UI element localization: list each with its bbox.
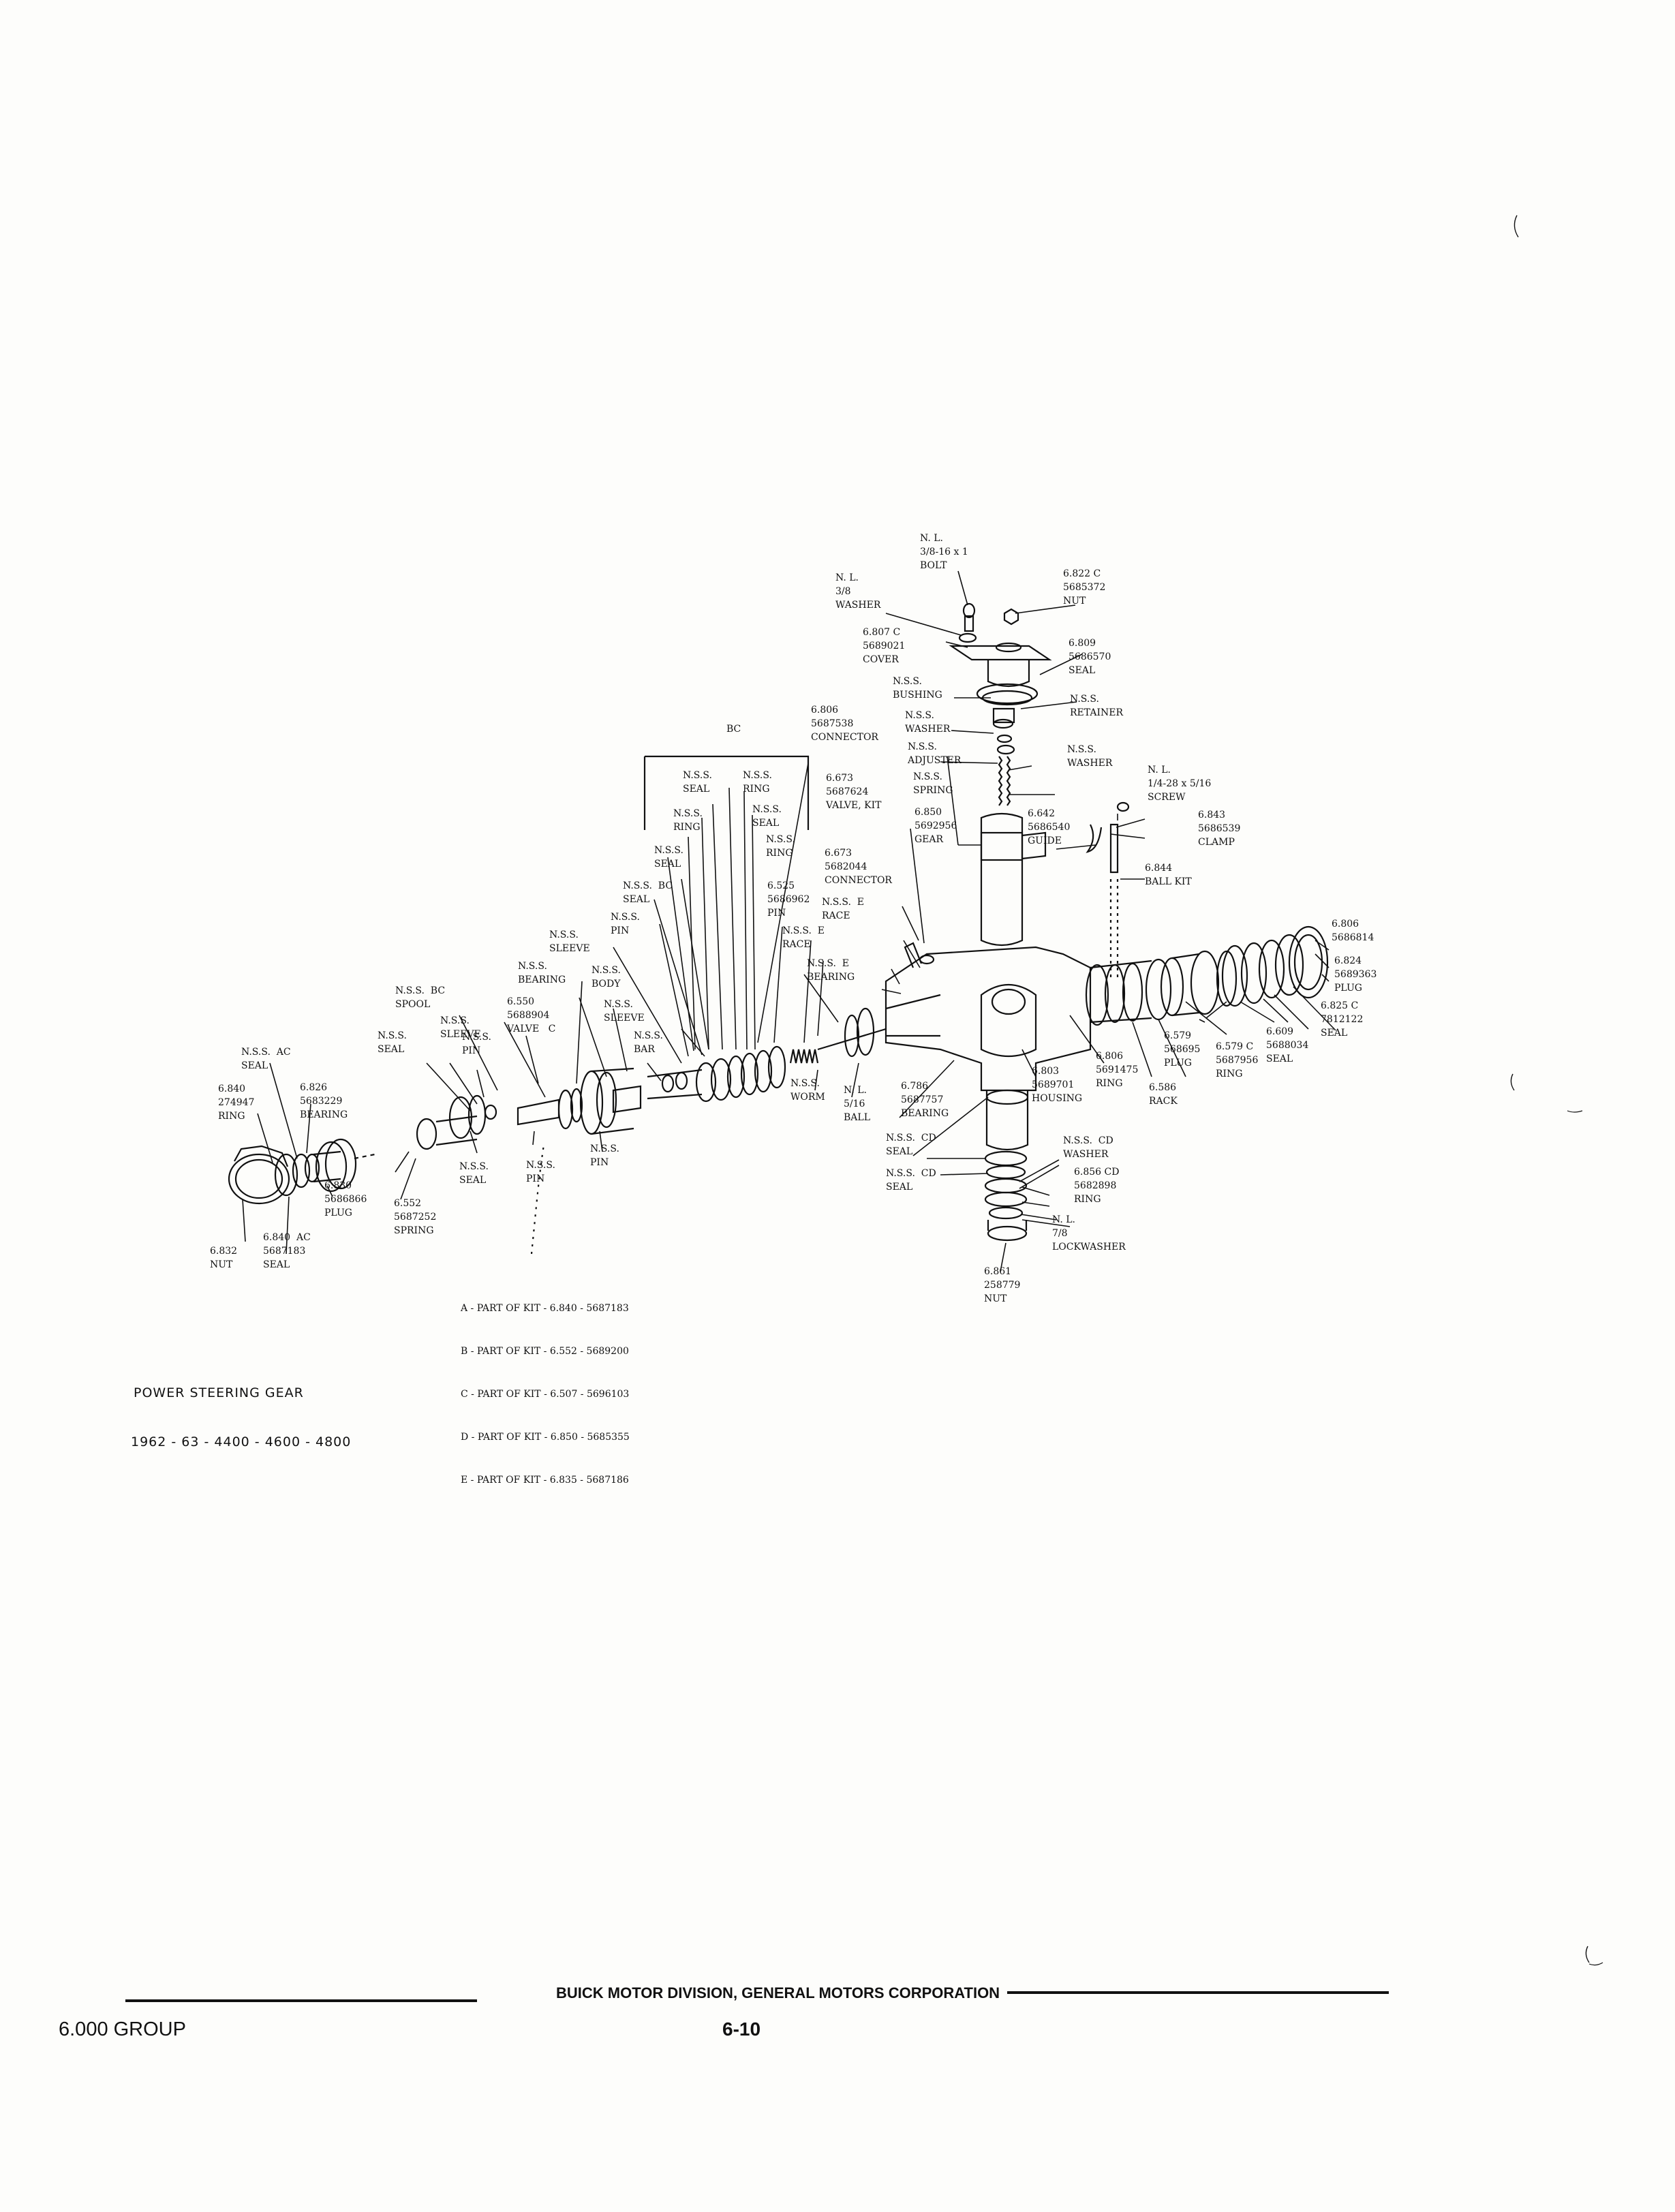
top-cover-assembly bbox=[949, 602, 1052, 947]
kit-notes: A - PART OF KIT - 6.840 - 5687183 B - PA… bbox=[461, 1273, 630, 1516]
callout-retainer-nss: N.S.S.RETAINER bbox=[1070, 694, 1123, 718]
callout-box-seal-1: N.S.S.SEAL bbox=[683, 770, 712, 795]
ball-kit-parts bbox=[1086, 801, 1130, 981]
callout-seal-nss-c: N.S.S.SEAL bbox=[459, 1161, 489, 1186]
caption-models: 1962 - 63 - 4400 - 4600 - 4800 bbox=[131, 1434, 352, 1449]
callout-bearing-nss: N.S.S.BEARING bbox=[518, 961, 566, 985]
kit-note: E - PART OF KIT - 6.835 - 5687186 bbox=[461, 1475, 629, 1486]
bc-group-box bbox=[645, 755, 810, 830]
callout-pin-nss-b: N.S.S.PIN bbox=[462, 1032, 491, 1056]
callout-pin-nss-a: N.S.S.PIN bbox=[611, 912, 640, 936]
page-number: 6-10 bbox=[722, 2018, 761, 2040]
callout-pin-nss-d: N.S.S.PIN bbox=[526, 1160, 555, 1184]
housing-body bbox=[885, 942, 1092, 1092]
end-cap-assembly bbox=[228, 1138, 375, 1205]
footer-division: BUICK MOTOR DIVISION, GENERAL MOTORS COR… bbox=[556, 1984, 1000, 2001]
footer-rule-right bbox=[1007, 1991, 1389, 1994]
rack-rings bbox=[1085, 925, 1329, 1026]
callout-box-seal-2: N.S.S.SEAL bbox=[752, 804, 782, 829]
callout-sleeve-nss-c: N.S.S.SLEEVE bbox=[440, 1015, 481, 1040]
valve-worm-assembly bbox=[416, 1007, 887, 1255]
callout-sleeve-nss-a: N.S.S.SLEEVE bbox=[549, 930, 590, 954]
callout-body-nss: N.S.S.BODY bbox=[591, 965, 621, 989]
callout-pin-nss-c: N.S.S.PIN bbox=[590, 1143, 619, 1168]
kit-note: D - PART OF KIT - 6.850 - 5685355 bbox=[461, 1432, 630, 1443]
callout-worm-nss: N.S.S.WORM bbox=[790, 1078, 825, 1103]
kit-note: A - PART OF KIT - 6.840 - 5687183 bbox=[461, 1303, 629, 1314]
caption-title: POWER STEERING GEAR bbox=[134, 1385, 304, 1400]
callout-seal-nss-a: N.S.S.SEAL bbox=[654, 845, 683, 870]
callout-washer-nss-2: N.S.S.WASHER bbox=[1067, 744, 1113, 769]
footer-group: 6.000 GROUP bbox=[59, 2018, 186, 2040]
footer-rule-left bbox=[125, 1999, 477, 2002]
callout-sleeve-nss-b: N.S.S.SLEEVE bbox=[604, 999, 645, 1024]
callout-spring-nss: N.S.S.SPRING bbox=[913, 771, 953, 796]
callout-bc-box-tag: BC bbox=[726, 724, 741, 735]
callout-bushing-nss: N.S.S.BUSHING bbox=[893, 676, 942, 701]
callout-washer-nss: N.S.S.WASHER bbox=[905, 710, 951, 735]
figure-caption: POWER STEERING GEAR 1962 - 63 - 4400 - 4… bbox=[131, 1352, 351, 1483]
callout-bar-nss: N.S.S.BAR bbox=[634, 1030, 663, 1055]
callout-box-ring-3: N.S.S.RING bbox=[766, 834, 795, 859]
lower-stack bbox=[984, 1089, 1029, 1242]
kit-note: C - PART OF KIT - 6.507 - 5696103 bbox=[461, 1389, 630, 1400]
kit-note: B - PART OF KIT - 6.552 - 5689200 bbox=[461, 1346, 629, 1357]
callout-box-ring-1: N.S.S.RING bbox=[743, 770, 772, 795]
callout-box-ring-2: N.S.S.RING bbox=[673, 808, 703, 833]
leader-lines bbox=[242, 570, 1336, 1272]
callout-seal-nss-b: N.S.S.SEAL bbox=[378, 1030, 407, 1055]
callout-adjuster-nss: N.S.S.ADJUSTER bbox=[908, 741, 962, 766]
